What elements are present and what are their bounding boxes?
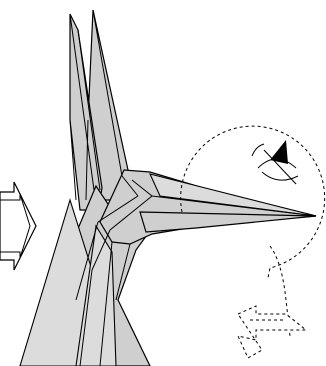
crease-lines <box>69 9 317 366</box>
turn-over-arrow-inner <box>0 193 31 259</box>
paper-model <box>19 9 317 366</box>
view-detail-circle <box>180 125 326 279</box>
outside-reverse-fold-arrow <box>237 245 308 359</box>
turn-over-arrow <box>0 181 37 271</box>
inner-flap-center <box>75 224 117 366</box>
neck <box>99 169 317 245</box>
inner-flap-left <box>19 198 93 366</box>
eye-view-icon <box>251 140 299 185</box>
beak-lower <box>139 211 317 233</box>
